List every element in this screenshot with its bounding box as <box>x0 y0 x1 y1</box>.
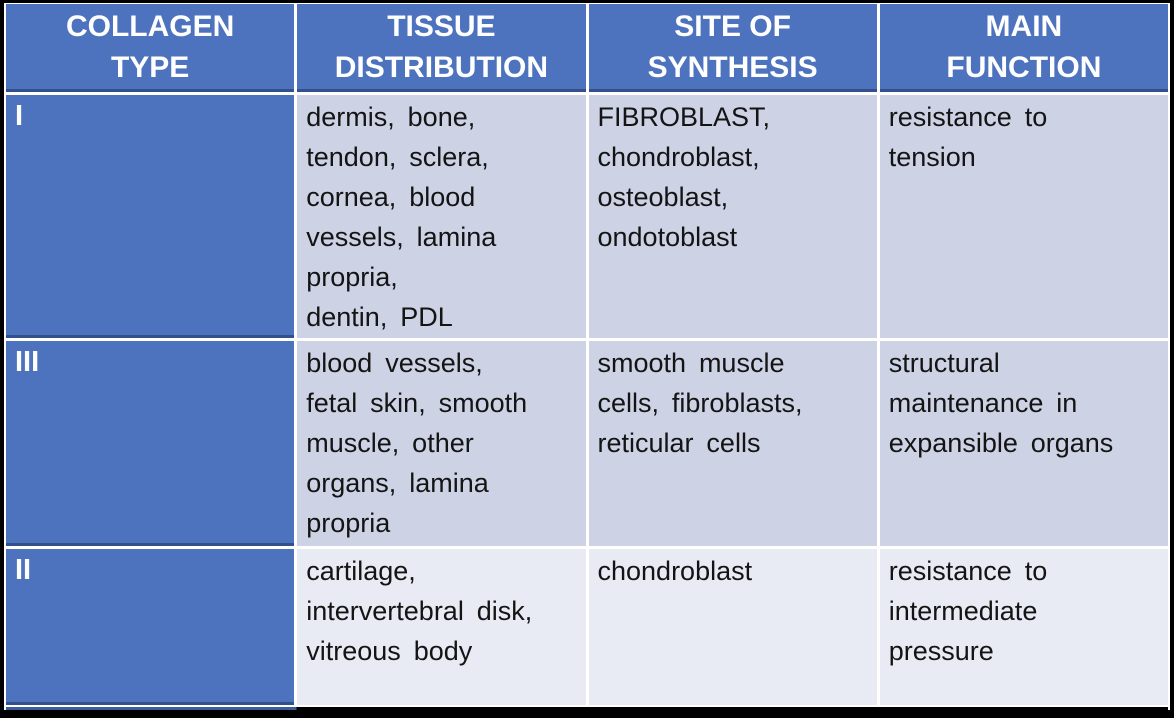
cell-type-II: II <box>6 549 295 705</box>
table-bottom-edge <box>6 707 1168 710</box>
cell-main-function-I: resistance to tension <box>879 95 1168 338</box>
column-header-site-of-synthesis: SITE OF SYNTHESIS <box>588 4 877 92</box>
table-grid: COLLAGEN TYPE TISSUE DISTRIBUTION SITE O… <box>6 4 1168 705</box>
cell-site-of-synthesis-II: chondroblast <box>588 549 877 705</box>
cell-tissue-distribution-III: blood vessels, fetal skin, smooth muscle… <box>297 341 586 546</box>
cell-main-function-III: structural maintenance in expansible org… <box>879 341 1168 546</box>
column-header-collagen-type: COLLAGEN TYPE <box>6 4 295 92</box>
cell-site-of-synthesis-III: smooth muscle cells, fibroblasts, reticu… <box>588 341 877 546</box>
column-header-tissue-distribution: TISSUE DISTRIBUTION <box>297 4 586 92</box>
cell-type-III: III <box>6 341 295 546</box>
column-header-main-function: MAIN FUNCTION <box>879 4 1168 92</box>
cell-type-I: I <box>6 95 295 338</box>
cell-tissue-distribution-II: cartilage, intervertebral disk, vitreous… <box>297 549 586 705</box>
cell-main-function-II: resistance to intermediate pressure <box>879 549 1168 705</box>
cell-site-of-synthesis-I: FIBROBLAST, chondroblast, osteoblast, on… <box>588 95 877 338</box>
cell-tissue-distribution-I: dermis, bone, tendon, sclera, cornea, bl… <box>297 95 586 338</box>
collagen-types-table: COLLAGEN TYPE TISSUE DISTRIBUTION SITE O… <box>4 3 1170 710</box>
